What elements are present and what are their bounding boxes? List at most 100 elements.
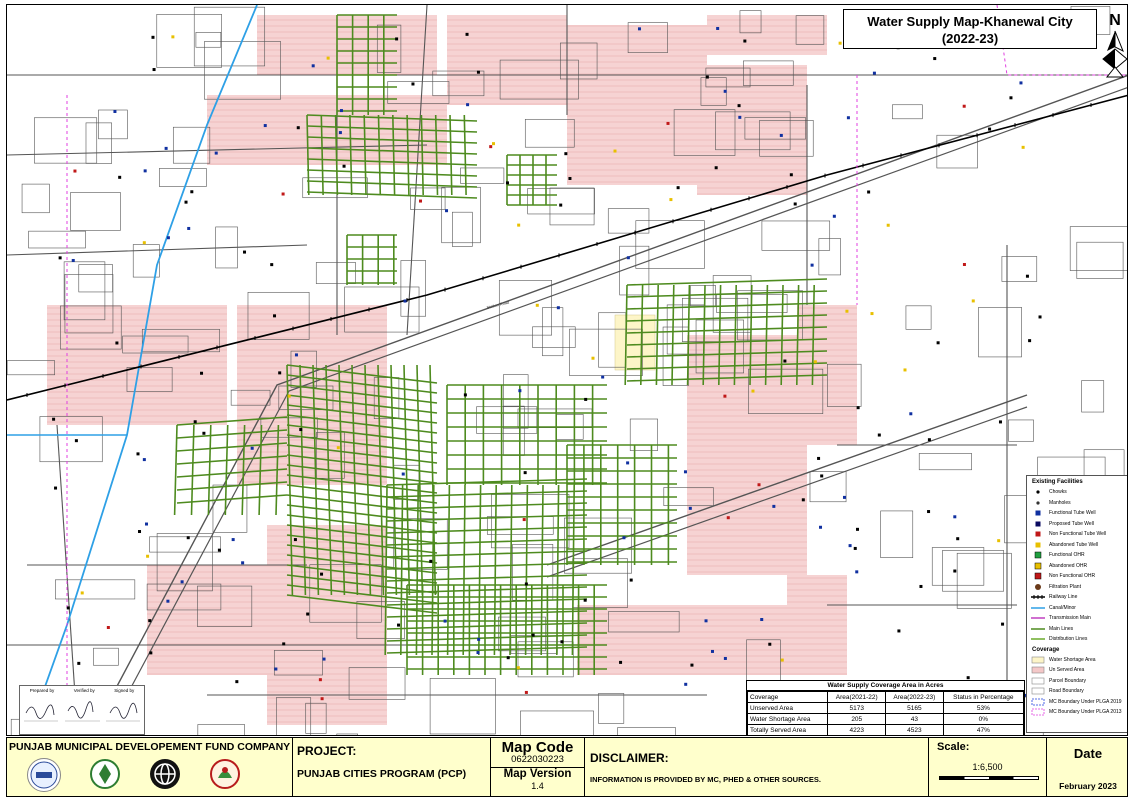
unserved-area-zone: [567, 25, 707, 185]
facility-marker: [867, 190, 871, 194]
facility-marker: [583, 598, 587, 602]
parcel-block: [39, 416, 103, 463]
facility-marker: [294, 353, 298, 357]
globe-logo-icon: [149, 758, 181, 790]
facility-marker: [326, 56, 330, 60]
facility-marker: [445, 209, 449, 213]
facility-marker: [933, 57, 937, 61]
parcel-block: [356, 601, 405, 639]
facility-marker: [339, 109, 343, 113]
parcel-block: [149, 536, 221, 553]
parcel-block: [126, 367, 173, 392]
parcel-block: [498, 280, 552, 336]
distribution-line: [306, 191, 478, 199]
distribution-line: [749, 284, 753, 386]
parcel-block: [1069, 226, 1127, 271]
mc-boundary-2019-icon: [1030, 698, 1046, 706]
coverage-header-cell: Area(2021-22): [827, 691, 887, 703]
facility-marker: [626, 461, 630, 465]
coverage-cell: 4223: [827, 724, 887, 735]
parcel-block: [608, 611, 680, 633]
manhole-icon: [1030, 499, 1046, 507]
facility-marker: [568, 176, 572, 180]
map-canvas[interactable]: Station Road Water Supply Map-Khanewal C…: [6, 4, 1128, 736]
facility-marker: [66, 606, 70, 610]
distribution-line: [286, 554, 438, 574]
facility-marker: [619, 660, 623, 664]
coverage-header-cell: Status in Percentage: [942, 691, 1025, 703]
parcel-block: [673, 109, 736, 156]
distribution-line: [434, 114, 439, 196]
facility-marker: [166, 599, 170, 603]
facility-marker: [584, 397, 588, 401]
parcel-block: [344, 286, 420, 333]
facility-marker: [726, 516, 730, 520]
map-version-value: 1.4: [531, 781, 544, 791]
city-map[interactable]: Station Road: [7, 5, 1128, 736]
project-name: PUNJAB CITIES PROGRAM (PCP): [297, 768, 467, 780]
bypass-road: [106, 74, 1127, 706]
parcel-block: [309, 564, 382, 623]
distribution-line: [640, 284, 644, 386]
legend-item-label: Un Served Area: [1049, 667, 1085, 674]
distribution-line: [351, 364, 359, 596]
parcel-block: [60, 305, 122, 350]
legend-item-label: MC Boundary Under PLGA 2013: [1049, 709, 1122, 716]
facility-marker: [962, 262, 966, 266]
facility-marker: [322, 657, 326, 661]
facility-marker: [52, 417, 56, 421]
parcel-block: [276, 697, 312, 735]
parcel-block: [517, 408, 593, 428]
legend-item: Parcel Boundary: [1030, 676, 1124, 687]
distribution-line: [556, 484, 560, 656]
legend-item: Road Boundary: [1030, 686, 1124, 697]
distribution-line: [626, 362, 828, 370]
parcel-block: [122, 335, 189, 354]
facility-marker: [789, 173, 793, 177]
parcel-block: [441, 186, 481, 244]
legend-item: Manholes: [1030, 498, 1124, 509]
legend-item: MC Boundary Under PLGA 2019: [1030, 697, 1124, 708]
table-row: Totally Served Area 4223 4523 47%: [746, 724, 1025, 735]
distribution-line: [286, 424, 438, 444]
parcel-block: [572, 558, 628, 608]
facility-marker: [138, 530, 142, 534]
facility-marker: [517, 223, 521, 227]
pmdfc-logo-icon: [27, 758, 61, 792]
parcel-block: [759, 120, 814, 157]
disclaimer-cell: DISCLAIMER: INFORMATION IS PROVIDED BY M…: [585, 738, 929, 796]
distribution-line: [176, 481, 288, 491]
facility-marker: [780, 658, 784, 662]
legend-item-label: Parcel Boundary: [1049, 677, 1086, 684]
distribution-line: [286, 514, 438, 534]
legend-item-label: Filtration Plant: [1049, 583, 1081, 590]
distribution-line: [718, 284, 722, 386]
facility-marker: [231, 538, 235, 542]
parcel-block: [34, 117, 98, 164]
verified-by-label: Verified by: [73, 688, 95, 693]
coverage-table: Water Supply Coverage Area in Acres Cove…: [746, 680, 1025, 735]
distribution-line: [286, 534, 438, 554]
parcel-block: [1001, 256, 1038, 282]
distribution-line: [626, 350, 828, 358]
legend-item-label: Railway Line: [1049, 594, 1078, 601]
facility-marker: [704, 619, 708, 623]
distribution-line: [286, 364, 294, 596]
facility-marker: [429, 559, 433, 563]
distribution-line: [386, 490, 588, 498]
distribution-line: [286, 444, 438, 464]
facility-marker: [241, 561, 245, 565]
parcel-block: [432, 70, 485, 97]
distribution-line: [286, 374, 438, 394]
legend-item-label: Chowks: [1049, 489, 1067, 496]
facility-marker: [184, 200, 188, 204]
distribution-line: [626, 278, 828, 286]
facility-marker: [751, 389, 755, 393]
parcel-block: [400, 260, 426, 317]
coverage-cell: Water Shortage Area: [746, 713, 829, 725]
legend-item: Chowks: [1030, 487, 1124, 498]
parcel-block: [1081, 380, 1105, 413]
parcel-block: [315, 262, 356, 284]
facility-marker: [273, 314, 277, 318]
distribution-line: [176, 416, 288, 426]
